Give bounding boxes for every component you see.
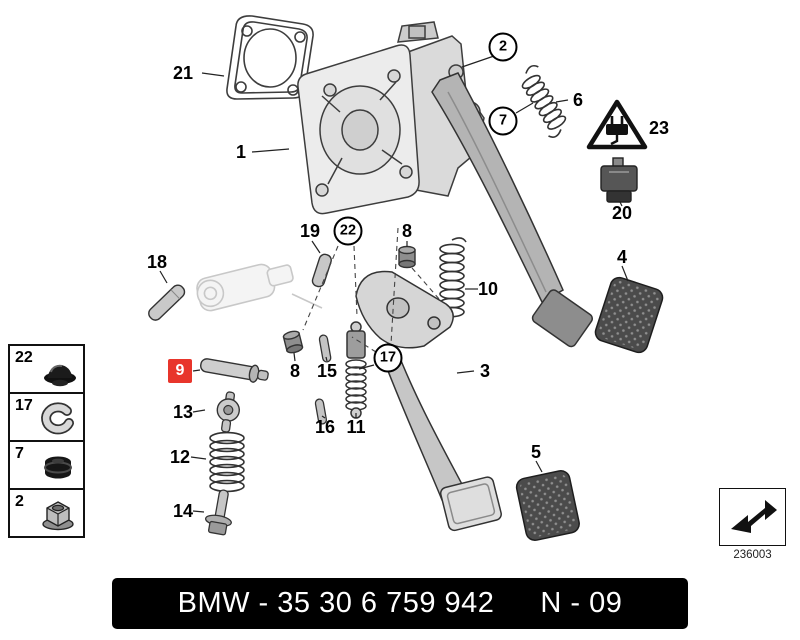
legend-box: 22 17 7 2: [8, 344, 85, 538]
footer-part-number-bar: BMW - 35 30 6 759 942 N - 09: [112, 578, 688, 629]
part-spring-11: [345, 321, 367, 419]
callout-8-upper[interactable]: 8: [401, 221, 413, 241]
diagram-code: 236003: [733, 549, 772, 561]
callout-16[interactable]: 16: [314, 417, 336, 437]
callout-1[interactable]: 1: [235, 142, 247, 162]
callout-17[interactable]: 17: [373, 343, 403, 373]
callout-7[interactable]: 7: [488, 106, 518, 136]
ghost-master-cylinder: [196, 263, 323, 312]
callout-4[interactable]: 4: [616, 247, 628, 267]
callout-21[interactable]: 21: [172, 63, 194, 83]
callout-6[interactable]: 6: [572, 90, 584, 110]
callout-13[interactable]: 13: [172, 402, 194, 422]
part-pin-18: [148, 284, 186, 321]
dashed-leader-lines: [302, 227, 441, 353]
part-clutch-pedal-3: [355, 270, 502, 532]
part-pin-15: [318, 334, 332, 363]
part-brake-pad-4: [594, 276, 664, 354]
warning-triangle-23: [586, 99, 648, 150]
callout-19[interactable]: 19: [299, 221, 321, 241]
legend-item-label: 22: [15, 349, 33, 366]
c-clip-icon: [41, 402, 74, 435]
part-number-text: BMW - 35 30 6 759 942: [177, 587, 495, 619]
part-housing-1: [297, 21, 485, 215]
callout-2[interactable]: 2: [488, 32, 518, 62]
legend-item-label: 7: [15, 445, 24, 462]
legend-item-7[interactable]: 7: [8, 440, 85, 490]
legend-item-label: 2: [15, 493, 24, 510]
callout-22[interactable]: 22: [333, 216, 363, 246]
continuation-zigzag-icon: [730, 500, 777, 533]
dome-grommet-icon: [44, 364, 76, 387]
part-switch-20: [600, 157, 638, 203]
part-spring-6: [521, 64, 567, 138]
revision-text: N - 09: [540, 587, 623, 619]
legend-item-2[interactable]: 2: [8, 488, 85, 538]
flange-nut-icon: [42, 501, 74, 531]
callout-5[interactable]: 5: [530, 442, 542, 462]
legend-item-22[interactable]: 22: [8, 344, 85, 394]
part-bushing-8-lower: [282, 330, 304, 354]
leader-lines: [159, 55, 629, 513]
callout-9[interactable]: 9: [168, 359, 192, 383]
callout-8-lower[interactable]: 8: [289, 361, 301, 381]
diagram-ref-box[interactable]: [719, 488, 786, 546]
grommet-icon: [44, 456, 72, 479]
part-bushing-8-upper: [398, 245, 416, 269]
part-bolt-14: [204, 489, 232, 536]
callout-20[interactable]: 20: [611, 203, 633, 223]
legend-item-label: 17: [15, 397, 33, 414]
callout-15[interactable]: 15: [316, 361, 338, 381]
part-spring-12: [209, 431, 245, 493]
part-brake-pedal: [431, 72, 593, 348]
callout-12[interactable]: 12: [169, 447, 191, 467]
callout-18[interactable]: 18: [146, 252, 168, 272]
part-gasket-21: [226, 15, 314, 100]
part-bolt-13: [216, 391, 240, 433]
callout-11[interactable]: 11: [346, 417, 366, 437]
part-pin-19: [311, 253, 332, 288]
legend-item-17[interactable]: 17: [8, 392, 85, 442]
callout-3[interactable]: 3: [479, 361, 491, 381]
part-clutch-pad-5: [515, 470, 580, 542]
part-spring-10: [437, 237, 467, 322]
callout-10[interactable]: 10: [477, 279, 499, 299]
callout-23[interactable]: 23: [648, 118, 670, 138]
part-pin-9: [200, 358, 269, 383]
pedal-assembly-drawing: [148, 15, 664, 542]
callout-14[interactable]: 14: [172, 501, 194, 521]
